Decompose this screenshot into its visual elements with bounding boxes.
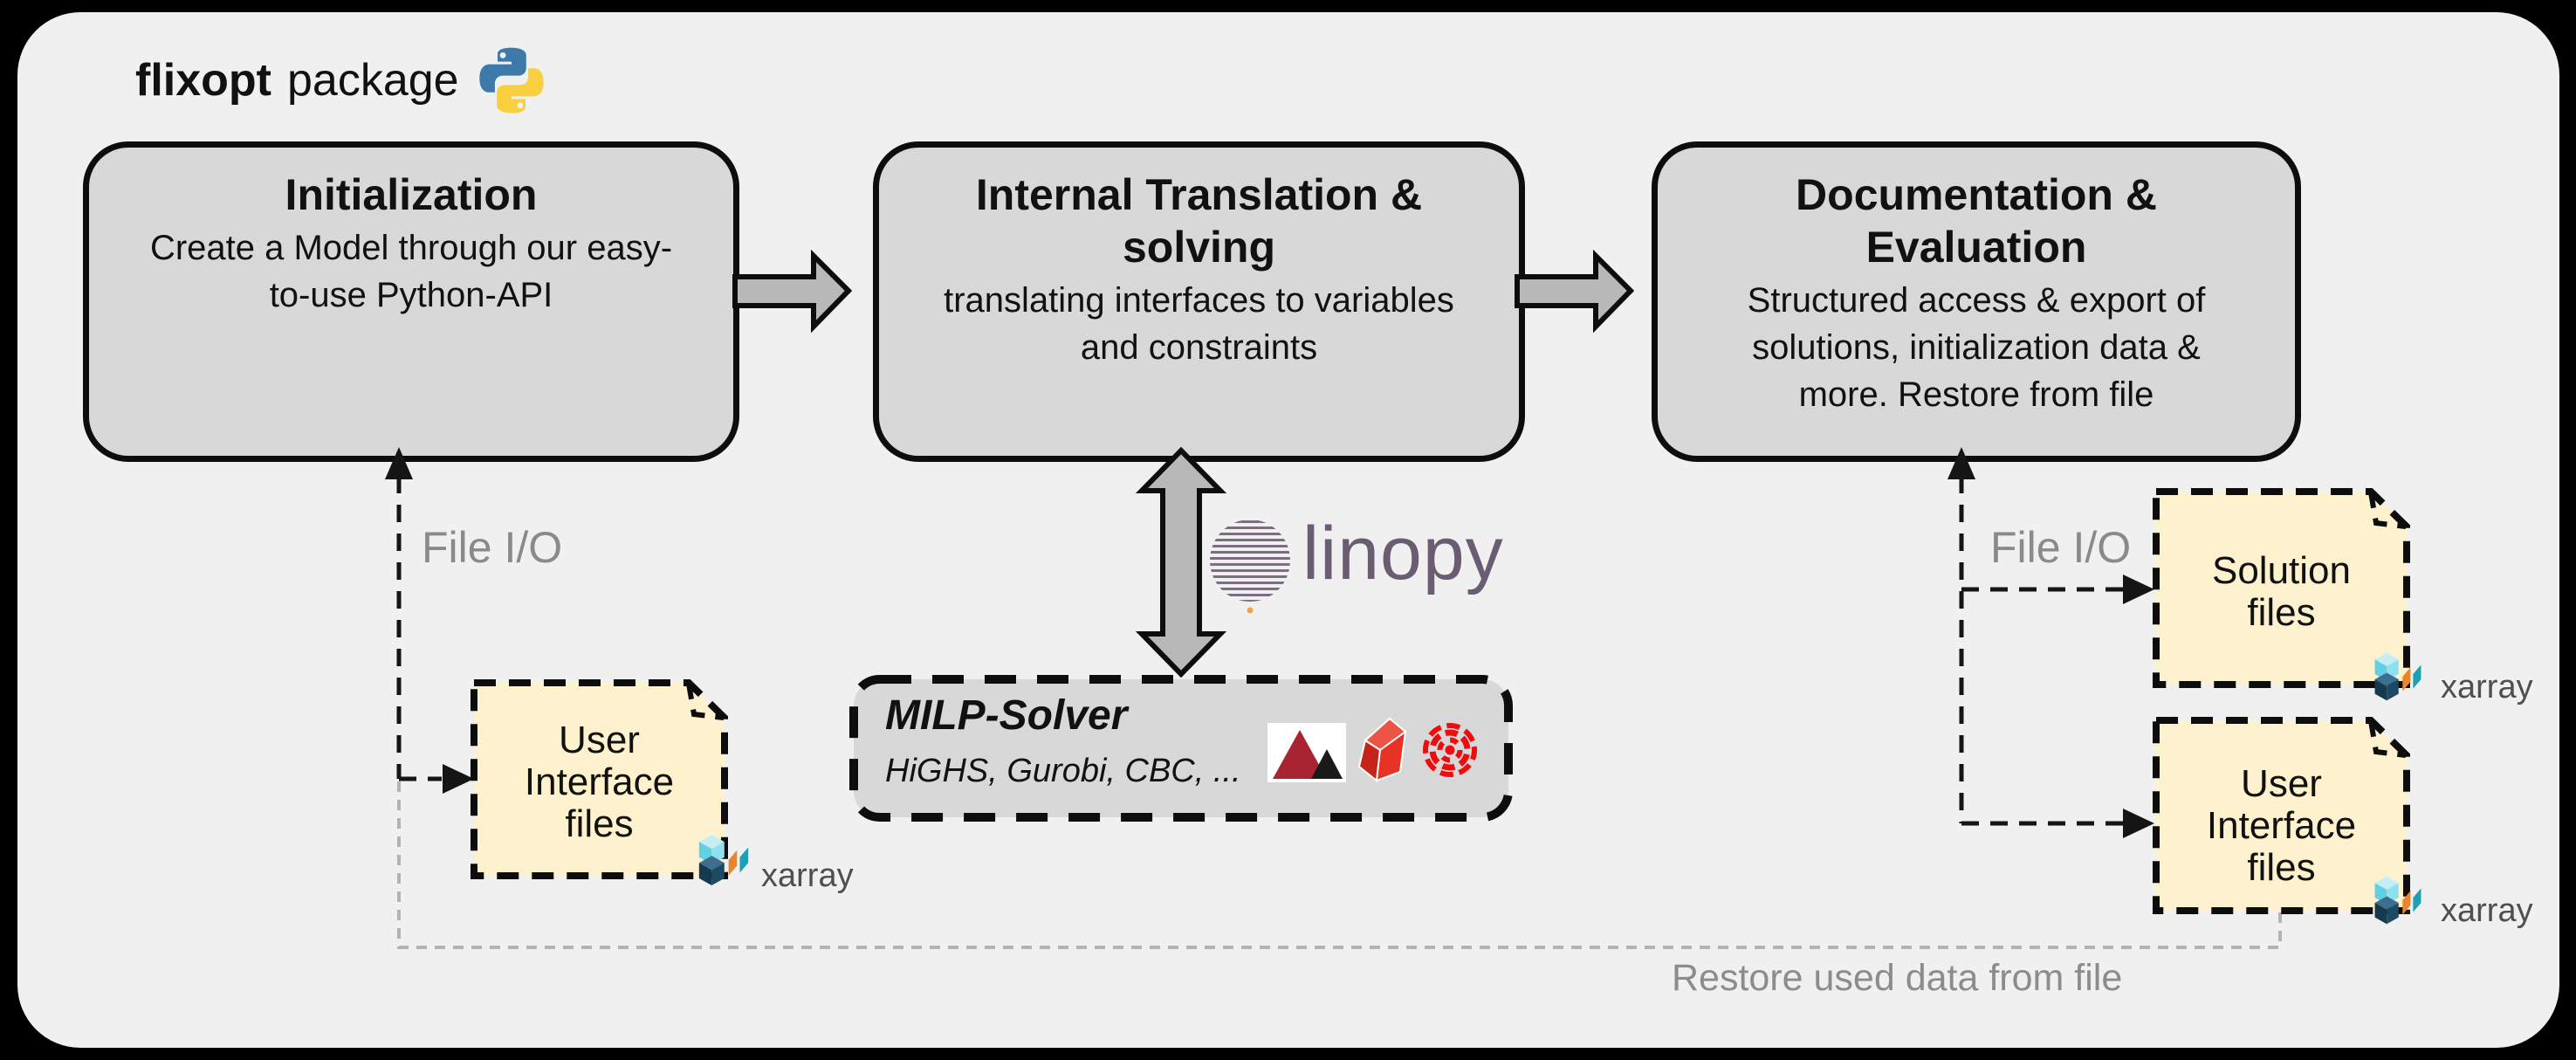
restore-data-label: Restore used data from file [1672, 957, 2123, 999]
milp-solver-box [849, 675, 1513, 822]
user-interface-files-label: User Interface files [524, 719, 675, 845]
python-icon [478, 47, 544, 114]
flow-box-initialization: Initialization Create a Model through ou… [83, 141, 739, 462]
flow-box-title: Internal Translation & solving [975, 170, 1423, 272]
linopy-icon [1210, 520, 1290, 614]
xarray-icon [698, 835, 749, 885]
user-interface-files-box-right [2153, 717, 2410, 914]
brand-name: flixopt [135, 55, 271, 106]
flow-box-internal-translation: Internal Translation & solving translati… [873, 141, 1525, 462]
gurobi-logo-icon [1357, 717, 1407, 782]
flow-box-documentation-evaluation: Documentation & Evaluation Structured ac… [1652, 141, 2301, 462]
cbc-logo-icon [1423, 723, 1477, 777]
milp-solver-title: MILP-Solver [885, 692, 1128, 739]
solution-files-box [2153, 488, 2410, 688]
xarray-label: xarray [2441, 669, 2533, 706]
xarray-label: xarray [761, 857, 854, 894]
solution-files-label: Solution files [2211, 549, 2351, 634]
user-interface-files-box-left [471, 679, 728, 879]
file-io-label-left: File I/O [422, 523, 563, 572]
flow-box-title: Documentation & Evaluation [1796, 170, 2157, 272]
user-interface-files-label: User Interface files [2206, 762, 2357, 889]
brand-suffix: package [286, 55, 459, 106]
flow-box-body: Create a Model through our easy- to-use … [149, 229, 673, 314]
brand-header: flixopt package [135, 44, 548, 117]
flow-box-body: Structured access & export of solutions,… [1747, 281, 2206, 414]
xarray-logo [695, 831, 752, 889]
xarray-icon [2374, 876, 2421, 925]
xarray-logo [2371, 650, 2425, 704]
linopy-logo: linopy [1302, 512, 1504, 595]
file-io-label-right: File I/O [1990, 523, 2132, 572]
flow-box-body: translating interfaces to variables and … [944, 281, 1454, 367]
xarray-logo [2371, 873, 2425, 927]
flow-box-title: Initialization [285, 170, 538, 219]
milp-solver-border [849, 675, 1513, 822]
xarray-label: xarray [2441, 892, 2533, 929]
milp-solver-list: HiGHS, Gurobi, CBC, ... [885, 753, 1241, 789]
highs-logo-icon [1267, 723, 1346, 782]
xarray-icon [2374, 652, 2421, 701]
